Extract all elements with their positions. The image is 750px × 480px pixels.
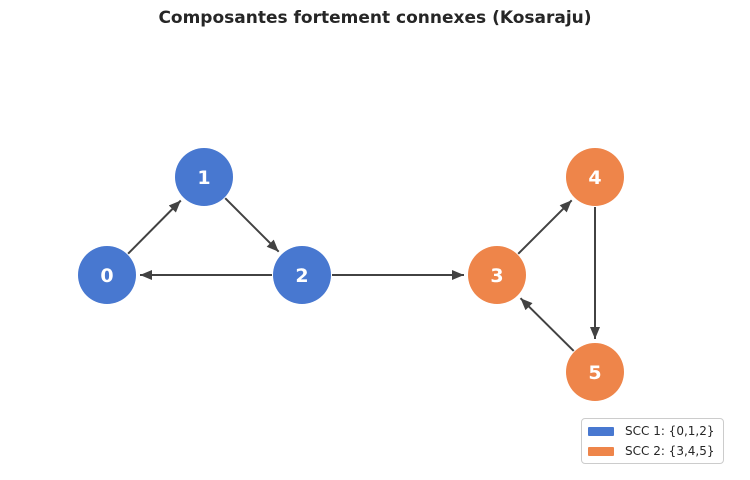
- graph-edge-3-4: [517, 199, 573, 255]
- legend-label-scc1: SCC 1: {0,1,2}: [625, 424, 715, 438]
- graph-node-3: [468, 246, 526, 304]
- graph-node-5: [566, 343, 624, 401]
- edges-layer: [127, 197, 600, 352]
- graph-node-label-3: 3: [490, 265, 503, 287]
- graph-node-4: [566, 148, 624, 206]
- chart-title: Composantes fortement connexes (Kosaraju…: [158, 8, 592, 28]
- graph-node-label-5: 5: [588, 362, 601, 384]
- graph-node-label-1: 1: [197, 167, 210, 189]
- graph-node-label-2: 2: [295, 265, 308, 287]
- graph-edge-5-3: [519, 297, 575, 352]
- graph-edge-0-1: [127, 199, 182, 255]
- legend-swatch-scc1: [588, 426, 614, 436]
- graph-node-2: [273, 246, 331, 304]
- legend: SCC 1: {0,1,2} SCC 2: {3,4,5}: [581, 418, 725, 464]
- legend-label-scc2: SCC 2: {3,4,5}: [625, 444, 715, 458]
- legend-item-scc2: SCC 2: {3,4,5}: [588, 441, 714, 461]
- graph-node-1: [175, 148, 233, 206]
- legend-swatch-scc2: [588, 446, 614, 456]
- graph-node-label-0: 0: [100, 265, 113, 287]
- graph-edge-1-2: [224, 197, 280, 253]
- legend-item-scc1: SCC 1: {0,1,2}: [588, 421, 714, 441]
- graph-node-label-4: 4: [588, 167, 601, 189]
- graph-node-0: [78, 246, 136, 304]
- nodes-layer: 0 1 2 3 4 5: [78, 148, 624, 401]
